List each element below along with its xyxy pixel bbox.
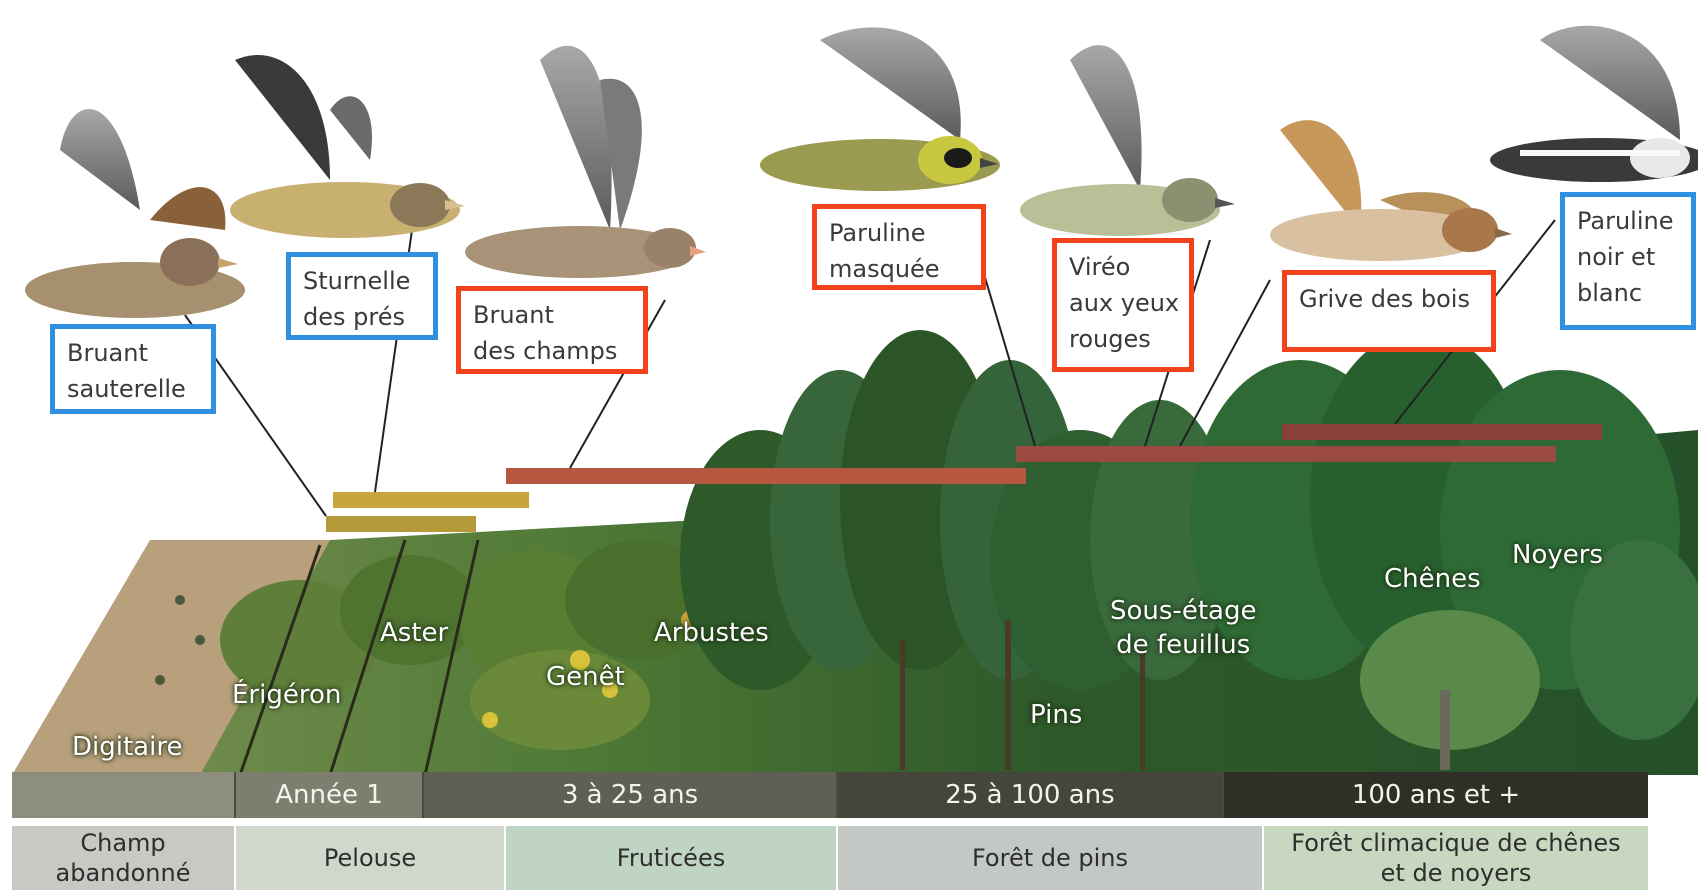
year-label-100-plus: 100 ans et + <box>1224 772 1648 818</box>
bird-paruline-masquee-illustration <box>760 27 1000 191</box>
label-line: Paruline <box>829 215 969 251</box>
veg-label-sous-etage: Sous-étage de feuillus <box>1110 594 1256 662</box>
label-line: sauterelle <box>67 371 199 407</box>
veg-label-chenes: Chênes <box>1384 564 1481 594</box>
veg-label-digitaire: Digitaire <box>72 732 182 762</box>
label-line: Bruant <box>67 335 199 371</box>
bird-grive-des-bois-illustration <box>1270 120 1512 261</box>
bird-sturnelle-illustration <box>230 55 465 238</box>
stage-foret-climacique: Forêt climacique de chênes et de noyers <box>1264 826 1648 890</box>
veg-label-aster: Aster <box>380 618 448 648</box>
stage-champ-abandonne: Champ abandonné <box>12 826 234 890</box>
habitat-bar-sturnelle <box>333 492 529 508</box>
label-line: Grive des bois <box>1299 281 1479 317</box>
label-bruant-des-champs: Bruant des champs <box>456 286 648 374</box>
stage-line: Champ <box>80 828 165 858</box>
habitat-bar-bruant-sauterelle <box>326 516 476 532</box>
veg-label-arbustes: Arbustes <box>654 618 769 648</box>
label-line: blanc <box>1577 275 1679 311</box>
year-label-25-100: 25 à 100 ans <box>838 772 1222 818</box>
year-label-3-25: 3 à 25 ans <box>424 772 836 818</box>
stage-foret-de-pins: Forêt de pins <box>838 826 1262 890</box>
label-line: Viréo <box>1069 249 1177 285</box>
veg-label-genet: Genêt <box>546 662 625 692</box>
habitat-bar-bruant-des-champs <box>506 468 1026 484</box>
veg-label-erigeron: Érigéron <box>232 680 341 710</box>
bird-bruant-sauterelle-illustration <box>25 109 245 318</box>
label-line: masquée <box>829 251 969 287</box>
stage-line: Forêt de pins <box>972 843 1128 873</box>
bird-bruant-des-champs-illustration <box>465 46 706 278</box>
label-line: des champs <box>473 333 631 369</box>
label-grive-des-bois: Grive des bois <box>1282 270 1496 352</box>
veg-label-pins: Pins <box>1030 700 1082 730</box>
stage-pelouse: Pelouse <box>236 826 504 890</box>
habitat-bar-paruline-vireo <box>1016 446 1556 462</box>
veg-label-noyers: Noyers <box>1512 540 1603 570</box>
stage-line: et de noyers <box>1381 858 1532 888</box>
stage-line: Pelouse <box>324 843 416 873</box>
label-line: aux yeux <box>1069 285 1177 321</box>
label-vireo: Viréo aux yeux rouges <box>1052 238 1194 372</box>
label-line: noir et <box>1577 239 1679 275</box>
bird-paruline-noir-blanc-illustration <box>1490 26 1698 182</box>
label-paruline-noir-et-blanc: Paruline noir et blanc <box>1560 192 1696 330</box>
label-paruline-masquee: Paruline masquée <box>812 204 986 290</box>
label-line: Sturnelle <box>303 263 421 299</box>
habitat-bar-grive-paruline-nb <box>1282 424 1602 440</box>
stage-fruticees: Fruticées <box>506 826 836 890</box>
label-line: rouges <box>1069 321 1177 357</box>
veg-label-line: de feuillus <box>1110 628 1256 662</box>
label-line: des prés <box>303 299 421 335</box>
year-label-annee-1: Année 1 <box>236 772 422 818</box>
label-bruant-sauterelle: Bruant sauterelle <box>50 324 216 414</box>
label-line: Paruline <box>1577 203 1679 239</box>
bird-vireo-illustration <box>1020 45 1235 236</box>
stage-line: abandonné <box>56 858 191 888</box>
label-sturnelle-des-pres: Sturnelle des prés <box>286 252 438 340</box>
stage-line: Fruticées <box>617 843 725 873</box>
veg-label-line: Sous-étage <box>1110 594 1256 628</box>
label-line: Bruant <box>473 297 631 333</box>
year-band-segment <box>12 772 234 818</box>
stage-line: Forêt climacique de chênes <box>1291 828 1620 858</box>
